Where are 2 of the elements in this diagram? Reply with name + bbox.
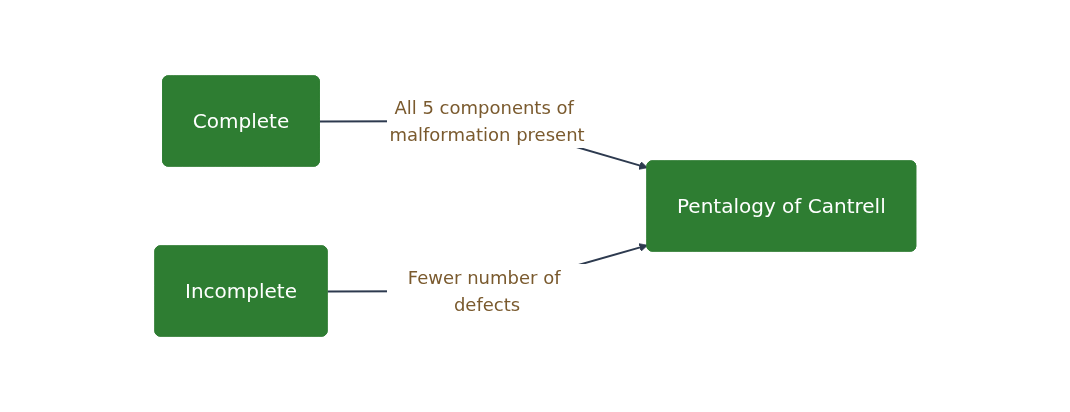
edge-label: Fewer number of defects [407, 267, 561, 315]
edge-label: All 5 components of malformation present [389, 97, 585, 145]
